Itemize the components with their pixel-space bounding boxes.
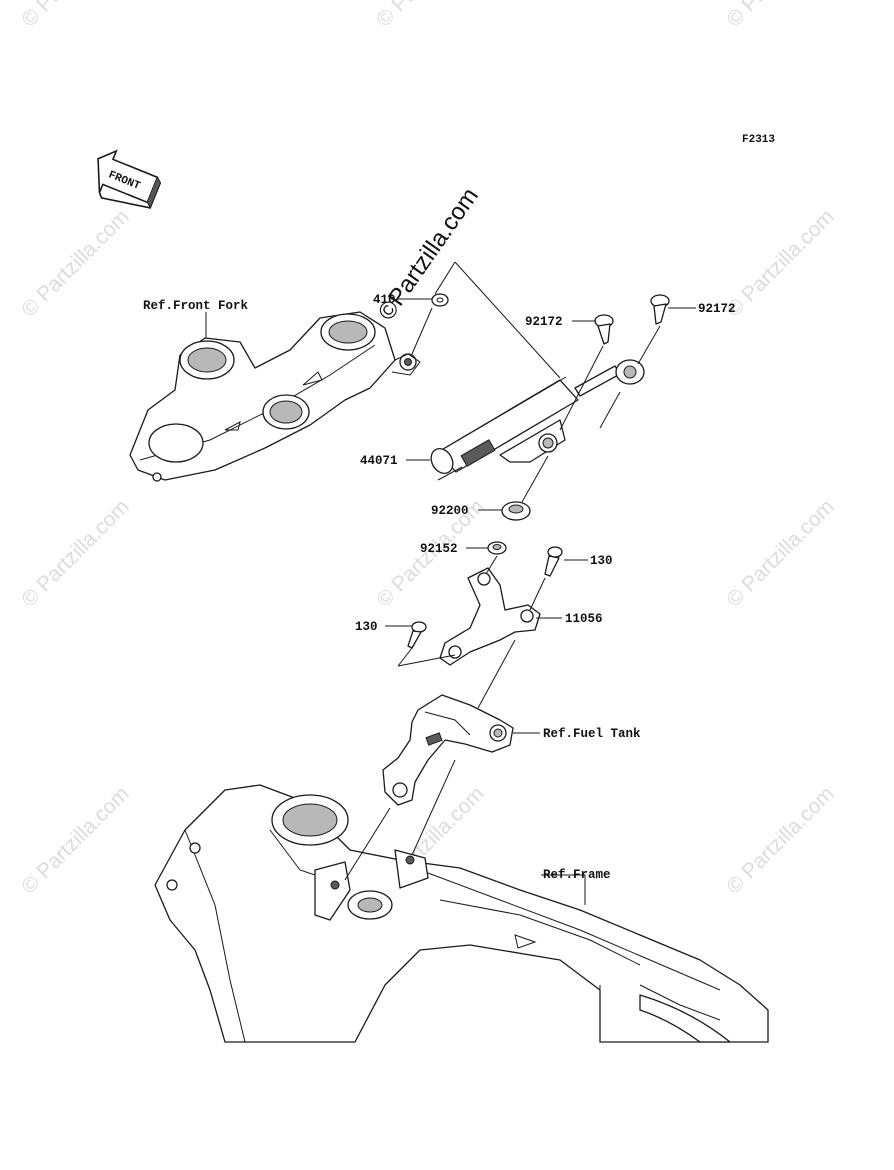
leader-lines — [205, 261, 696, 1042]
callout-92152: 92152 — [420, 542, 458, 556]
watermark-text: © Partzilla.com — [17, 0, 133, 32]
figure-code: F2313 — [742, 134, 775, 146]
callout-410: 410 — [373, 293, 396, 307]
steering-damper — [430, 359, 645, 481]
callout-130-left: 130 — [355, 620, 378, 634]
callout-ref-front-fork: Ref.Front Fork — [143, 299, 249, 313]
bolt-130-right — [544, 546, 563, 577]
watermark-text: © Partzilla.com — [17, 782, 133, 898]
fuel-tank-bracket — [382, 694, 514, 806]
upper-triple-clamp — [129, 311, 421, 482]
watermark-text: © Partzilla.com — [722, 0, 838, 32]
bolt-92172-right — [650, 294, 670, 325]
watermark-text: © Partzilla.com — [722, 782, 838, 898]
main-frame — [154, 784, 769, 1043]
callout-92172-left: 92172 — [525, 315, 563, 329]
watermark-text: © Partzilla.com — [722, 495, 838, 611]
collar-92200 — [501, 501, 531, 521]
watermark-text: © Partzilla.com — [17, 495, 133, 611]
front-arrow-icon: FRONT — [97, 149, 162, 210]
bolt-92172-left — [594, 314, 614, 345]
collar-92152 — [487, 541, 507, 555]
watermark-text: © Partzilla.com — [372, 0, 488, 32]
watermark-main: ©Partzilla.com — [373, 183, 484, 326]
callout-ref-frame: Ref.Frame — [543, 868, 611, 882]
callout-ref-fuel-tank: Ref.Fuel Tank — [543, 727, 641, 741]
callout-labels: Ref.Front Fork 410 92172 92172 44071 922… — [143, 293, 736, 882]
washer-410 — [431, 293, 449, 307]
callout-11056: 11056 — [565, 612, 603, 626]
watermark-text: © Partzilla.com — [17, 205, 133, 321]
callout-92200: 92200 — [431, 504, 469, 518]
callout-130-right: 130 — [590, 554, 613, 568]
bracket-11056 — [439, 567, 541, 666]
callout-44071: 44071 — [360, 454, 398, 468]
watermark-text: © Partzilla.com — [722, 205, 838, 321]
callout-92172-right: 92172 — [698, 302, 736, 316]
